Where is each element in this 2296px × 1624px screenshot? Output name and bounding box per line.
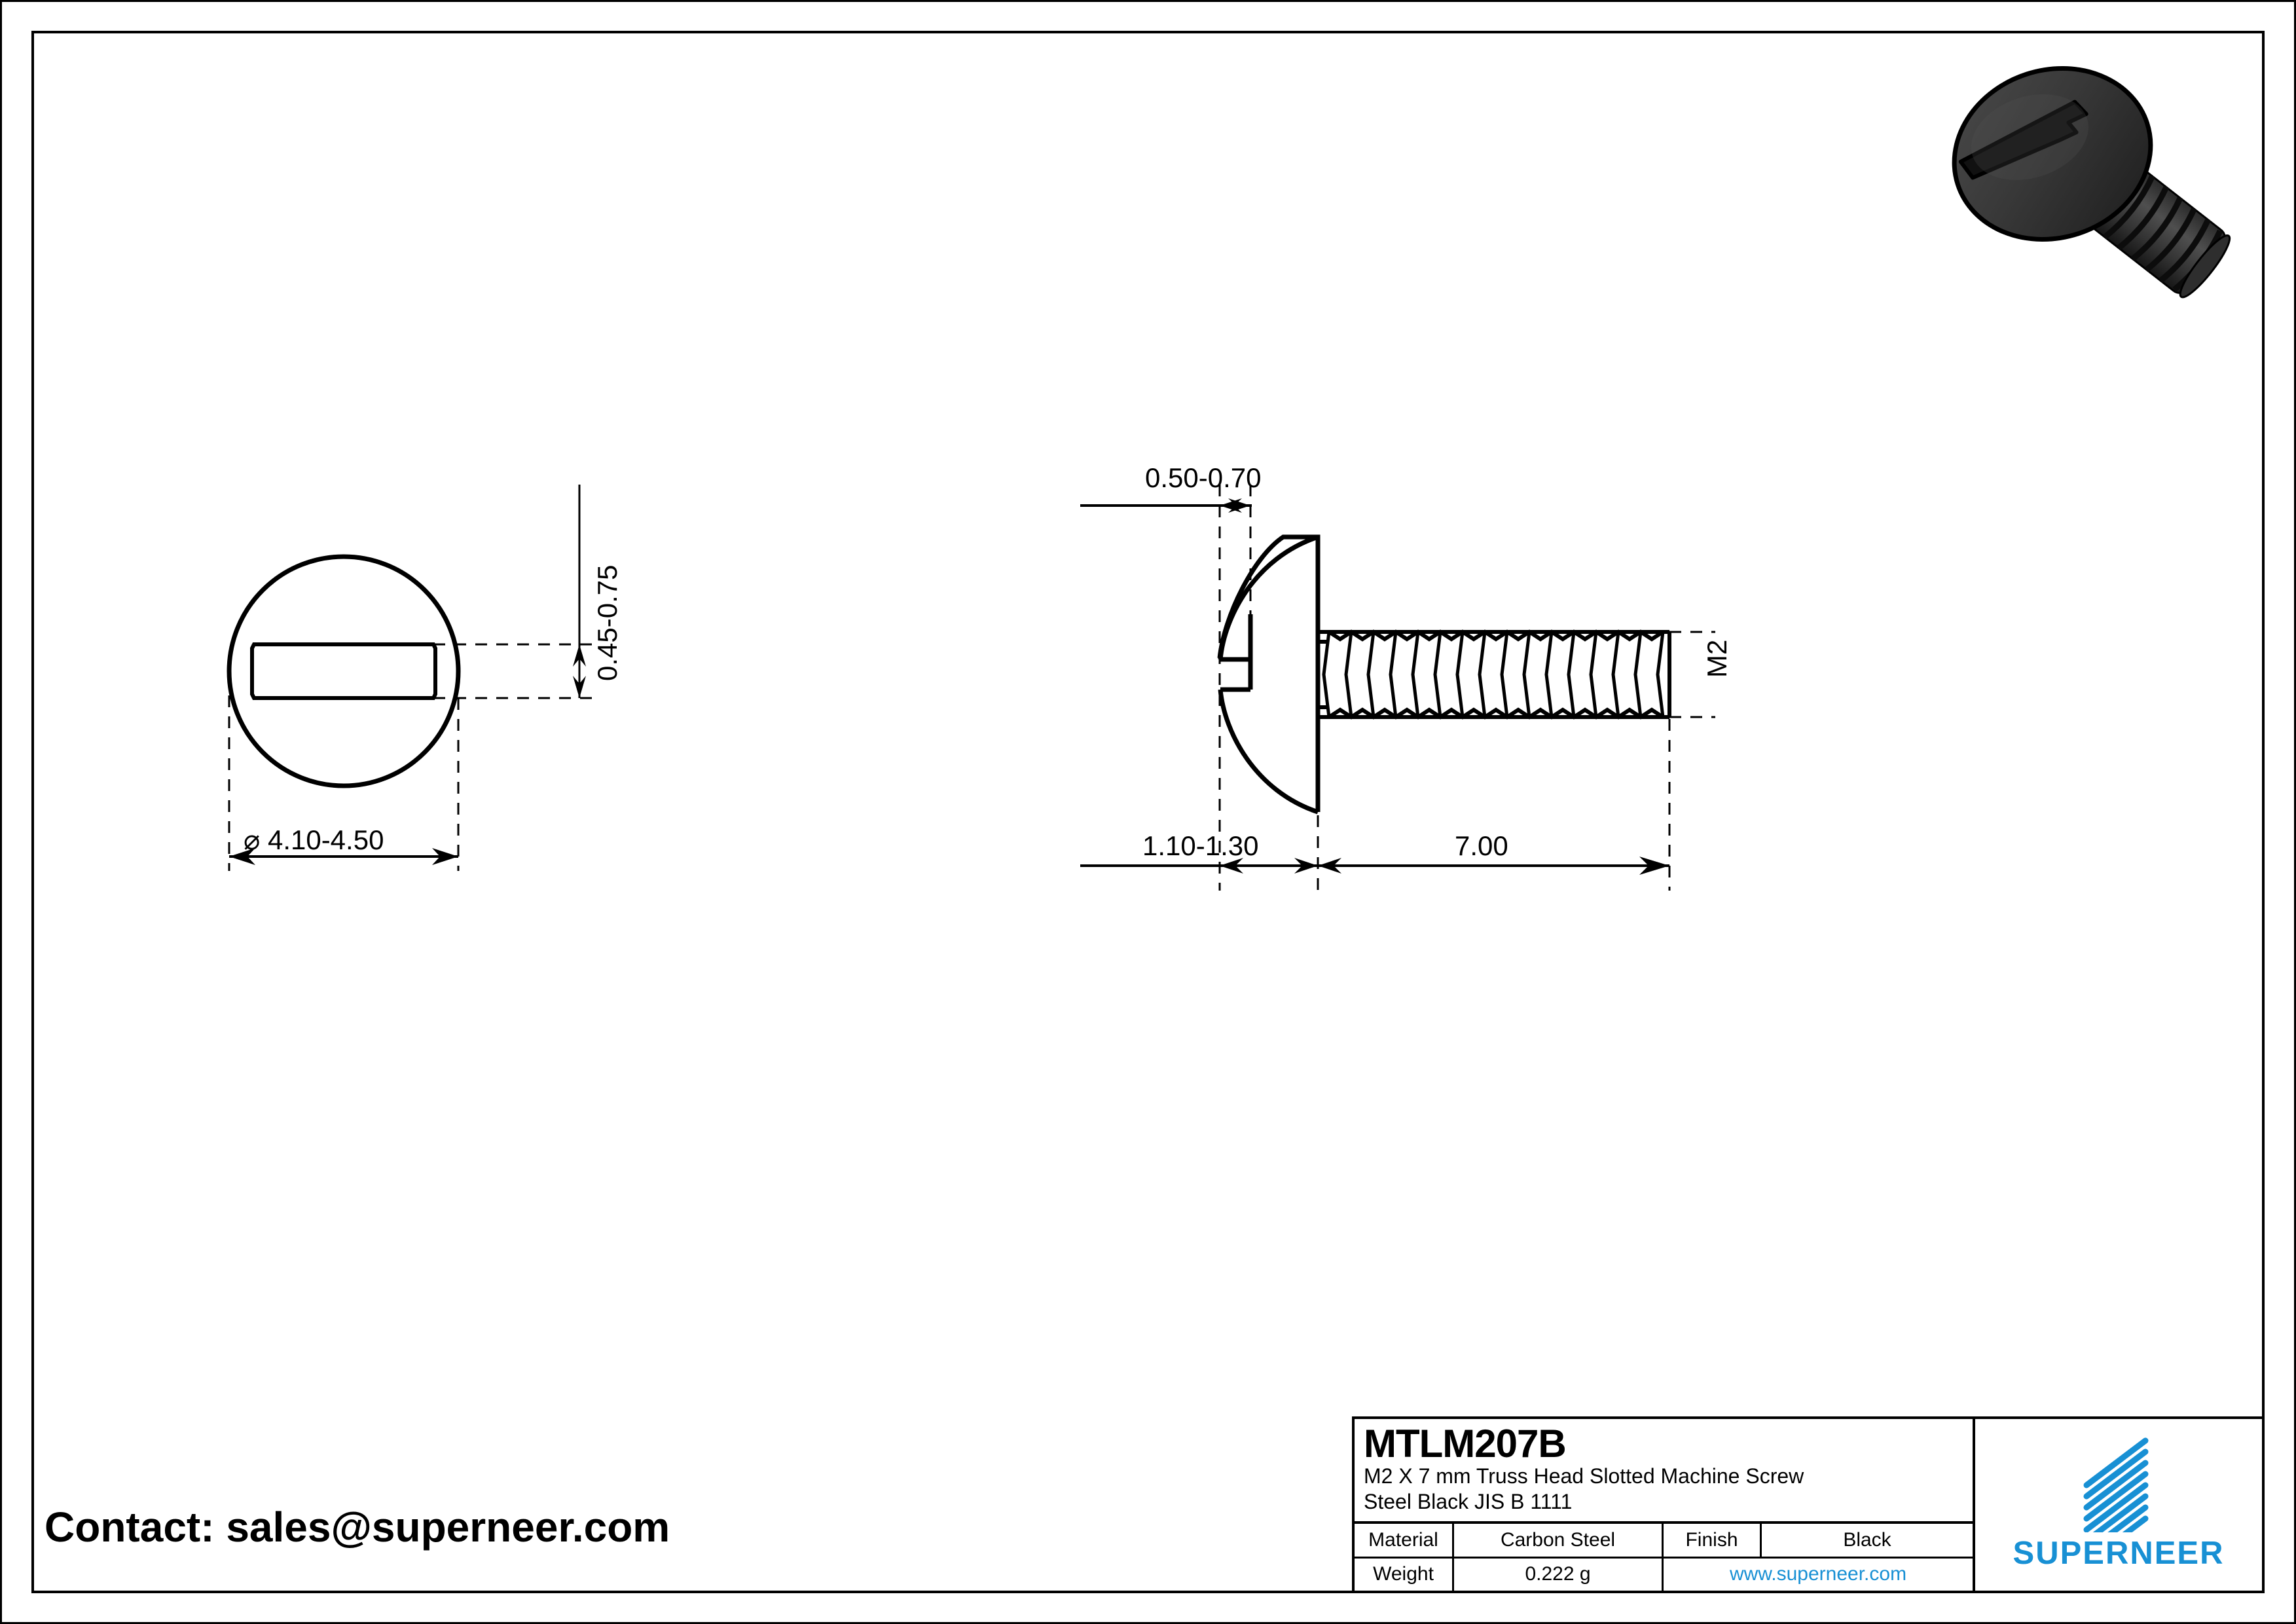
dim-head-height-label: 1.10-1.30 [1142,830,1259,861]
sheet-inner-frame [31,31,2265,1593]
description-line-1: M2 X 7 mm Truss Head Slotted Machine Scr… [1364,1464,1804,1488]
finish-value: Black [1843,1528,1891,1551]
material-label: Material [1355,1524,1454,1557]
website-link[interactable]: www.superneer.com [1729,1563,1907,1585]
dim-thread-size-label: M2 [1702,639,1732,678]
part-number: MTLM207B [1364,1422,1567,1466]
contact-text: Contact: sales@superneer.com [45,1504,670,1551]
title-block-row-material: Material Carbon Steel Finish Black [1355,1524,1973,1559]
weight-label: Weight [1355,1558,1454,1591]
superneer-logo-icon [2076,1434,2161,1566]
dim-slot-width-label: 0.45-0.75 [592,564,623,681]
weight-value: 0.222 g [1454,1558,1664,1591]
superneer-wordmark: SUPERNEER [2013,1536,2225,1571]
screw-3d-render [1938,39,2265,301]
description-line-2: Steel Black JIS B 1111 [1364,1490,1573,1514]
brand-logo: SUPERNEER [1975,1419,2262,1591]
material-value: Carbon Steel [1454,1524,1664,1557]
title-block-description: MTLM207B M2 X 7 mm Truss Head Slotted Ma… [1355,1419,1973,1524]
title-block-info: MTLM207B M2 X 7 mm Truss Head Slotted Ma… [1355,1419,1975,1591]
dim-head-diameter-label: ⌀ 4.10-4.50 [244,824,384,855]
dim-slot-depth-label: 0.50-0.70 [1145,462,1262,493]
dim-thread-length-label: 7.00 [1455,830,1508,861]
title-block: MTLM207B M2 X 7 mm Truss Head Slotted Ma… [1352,1416,2265,1593]
finish-label: Finish [1664,1524,1762,1557]
title-block-row-weight: Weight 0.222 g www.superneer.com [1355,1558,1973,1591]
